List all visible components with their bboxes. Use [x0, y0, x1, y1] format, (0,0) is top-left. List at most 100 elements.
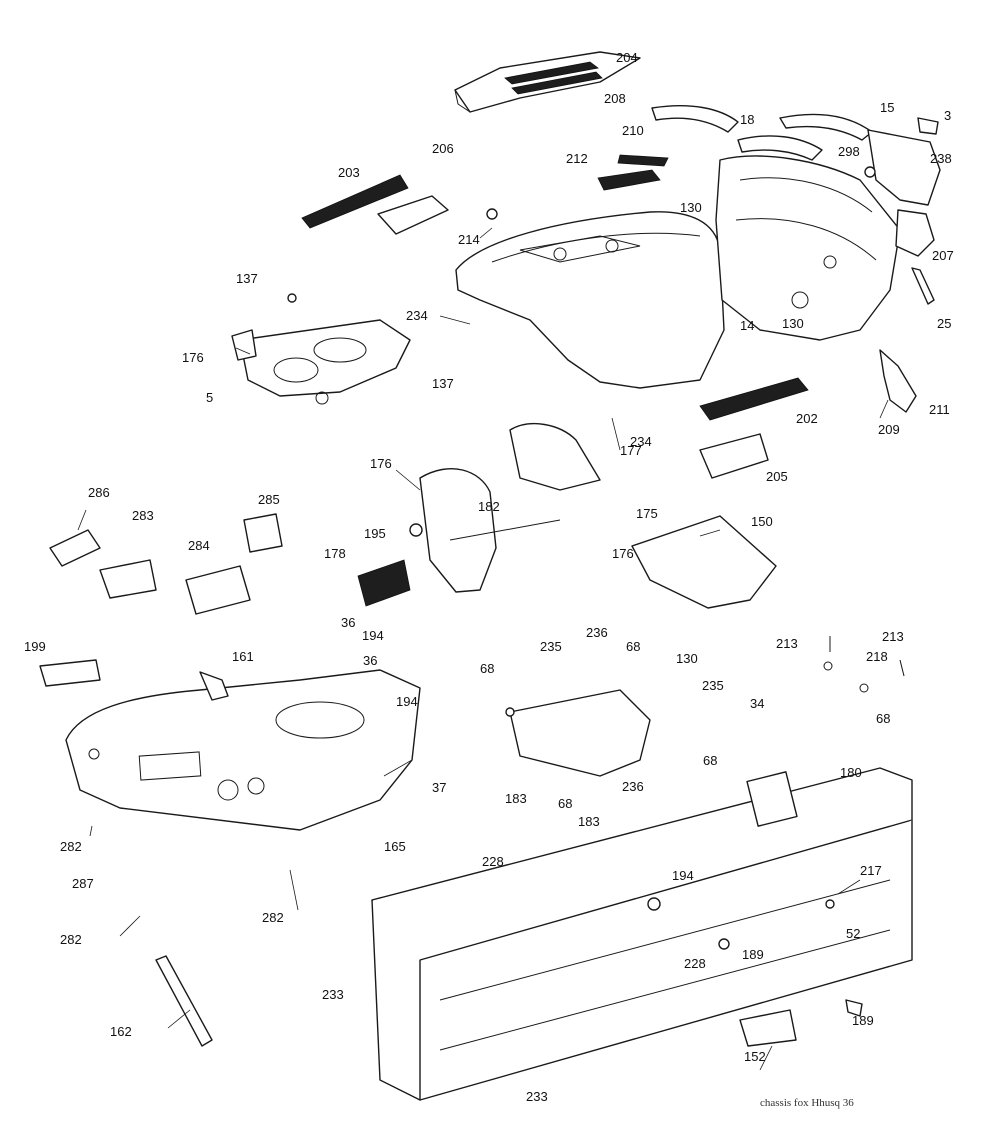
- callout-235-b: 235: [702, 678, 724, 693]
- part-vent-203: [301, 174, 409, 229]
- callout-182: 182: [478, 499, 500, 514]
- callout-15: 15: [880, 100, 894, 115]
- callout-209: 209: [878, 422, 900, 437]
- callout-236-b: 236: [622, 779, 644, 794]
- part-cover-285: [243, 513, 283, 553]
- part-washer-52: [825, 899, 835, 909]
- part-pin-189: [845, 999, 863, 1017]
- callout-194-b: 194: [396, 694, 418, 709]
- callout-52: 52: [846, 926, 860, 941]
- callout-37: 37: [432, 780, 446, 795]
- callout-214: 214: [458, 232, 480, 247]
- part-vent-210: [617, 154, 669, 167]
- callout-238: 238: [930, 151, 952, 166]
- callout-286: 286: [88, 485, 110, 500]
- callout-234-b: 234: [630, 434, 652, 449]
- part-knob-214: [486, 208, 498, 220]
- part-fender-deck: [65, 669, 421, 831]
- callout-285: 285: [258, 492, 280, 507]
- callout-137-a: 137: [236, 271, 258, 286]
- callout-34: 34: [750, 696, 764, 711]
- part-bracket-286: [49, 529, 101, 567]
- callout-183-a: 183: [505, 791, 527, 806]
- callout-205: 205: [766, 469, 788, 484]
- callout-210: 210: [622, 123, 644, 138]
- part-dash-housing-right: [715, 155, 935, 341]
- part-bolt-137: [287, 293, 297, 303]
- callout-203: 203: [338, 165, 360, 180]
- part-vent-202: [699, 377, 809, 421]
- callout-235-a: 235: [540, 639, 562, 654]
- callout-189-b: 189: [852, 1013, 874, 1028]
- callout-68-a: 68: [626, 639, 640, 654]
- part-side-panel-238: [867, 129, 941, 206]
- callout-150: 150: [751, 514, 773, 529]
- part-bolt-68: [505, 707, 515, 717]
- callout-68-e: 68: [558, 796, 572, 811]
- leader-lines: [77, 227, 889, 1071]
- callout-14: 14: [740, 318, 754, 333]
- callout-68-d: 68: [703, 753, 717, 768]
- callout-176-a: 176: [182, 350, 204, 365]
- callout-211: 211: [929, 402, 950, 417]
- callout-130-a: 130: [680, 200, 702, 215]
- callout-130-c: 130: [676, 651, 698, 666]
- part-air-intake-cover: [454, 51, 641, 113]
- part-dash-trim-18: [737, 135, 823, 161]
- part-vent-housing-206: [377, 195, 449, 235]
- part-instrument-panel: [239, 319, 411, 405]
- part-vent-housing-205: [699, 433, 769, 479]
- callout-212: 212: [566, 151, 588, 166]
- callout-213-b: 213: [882, 629, 904, 644]
- callout-25: 25: [937, 316, 951, 331]
- part-fastener-298: [864, 166, 876, 178]
- callout-217: 217: [860, 863, 882, 878]
- callout-282-a: 282: [60, 839, 82, 854]
- part-vent-212: [597, 169, 661, 191]
- callout-130-b: 130: [782, 316, 804, 331]
- callout-3: 3: [944, 108, 951, 123]
- callout-234-a: 234: [406, 308, 428, 323]
- part-bracket-152: [739, 1009, 797, 1047]
- part-chassis-frame: [371, 767, 913, 1101]
- callout-36-b: 36: [363, 653, 377, 668]
- callout-282-b: 282: [262, 910, 284, 925]
- callout-176-b: 176: [370, 456, 392, 471]
- callout-228-a: 228: [482, 854, 504, 869]
- part-dashboard-main: [455, 211, 725, 389]
- parts-layer: [39, 51, 941, 1101]
- callout-177: 177: [620, 443, 642, 458]
- footer-caption: chassis fox Hhusq 36: [760, 1097, 854, 1109]
- part-steering-column: [419, 423, 601, 593]
- callout-204: 204: [616, 50, 638, 65]
- callout-233-b: 233: [526, 1089, 548, 1104]
- part-grille-178: [357, 559, 411, 607]
- callout-189-a: 189: [742, 947, 764, 962]
- callout-5: 5: [206, 390, 213, 405]
- part-bracket-176: [231, 329, 257, 361]
- part-bolts-213: [823, 636, 905, 693]
- part-bracket-235: [509, 689, 651, 777]
- part-cable-161: [199, 671, 229, 701]
- callout-36-a: 36: [341, 615, 355, 630]
- callout-194-c: 194: [672, 868, 694, 883]
- callout-175: 175: [636, 506, 658, 521]
- callout-161: 161: [232, 649, 254, 664]
- callout-233-a: 233: [322, 987, 344, 1002]
- callout-228-b: 228: [684, 956, 706, 971]
- part-clip-3: [917, 117, 939, 135]
- part-clip-199: [39, 659, 101, 687]
- part-bracket-283: [99, 559, 157, 599]
- part-lever-25: [911, 267, 935, 305]
- callout-194-a: 194: [362, 628, 384, 643]
- callout-162: 162: [110, 1024, 132, 1039]
- callout-206: 206: [432, 141, 454, 156]
- callout-labels: 204 208 18 15 3 210 212 298 238 206 203 …: [24, 50, 954, 1104]
- callout-199: 199: [24, 639, 46, 654]
- part-bracket-211: [879, 349, 917, 413]
- callout-165: 165: [384, 839, 406, 854]
- part-plate-284: [185, 565, 251, 615]
- callout-236-a: 236: [586, 625, 608, 640]
- part-dash-trim-208: [651, 105, 739, 133]
